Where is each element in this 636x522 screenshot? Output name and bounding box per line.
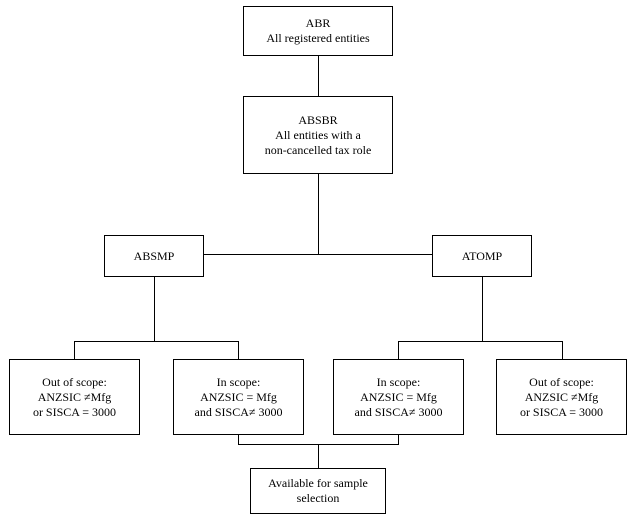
node-atomp-in-scope-line-3: and SISCA≠ 3000 — [354, 404, 443, 419]
node-absmp-out-of-scope[interactable]: Out of scope: ANZSIC ≠Mfg or SISCA = 300… — [9, 359, 140, 435]
node-absmp-in-scope-line-3: and SISCA≠ 3000 — [194, 404, 283, 419]
edge-atomp-to-out-of-scope — [562, 341, 563, 359]
node-abr[interactable]: ABR All registered entities — [243, 6, 393, 56]
node-abr-line-2: All registered entities — [266, 31, 370, 45]
node-absmp-out-of-scope-line-2: ANZSIC ≠Mfg — [37, 389, 112, 404]
edge-absmp-split-bus — [74, 341, 239, 342]
node-atomp-out-of-scope-line-1: Out of scope: — [529, 374, 594, 389]
node-atomp-out-of-scope-line-2: ANZSIC ≠Mfg — [524, 389, 599, 404]
node-absbr[interactable]: ABSBR All entities with a non-cancelled … — [243, 96, 393, 174]
edge-abr-to-absbr — [318, 56, 319, 96]
node-absbr-line-2: All entities with a — [275, 127, 361, 142]
edge-absmp-drop — [154, 277, 155, 341]
edge-absmp-in-scope-drop — [238, 435, 239, 445]
node-available-line-2: selection — [296, 491, 340, 505]
node-absbr-line-1: ABSBR — [298, 112, 338, 127]
node-absbr-line-3: non-cancelled tax role — [264, 142, 372, 157]
node-absmp-out-of-scope-line-3: or SISCA = 3000 — [32, 404, 117, 419]
node-atomp-out-of-scope[interactable]: Out of scope: ANZSIC ≠Mfg or SISCA = 300… — [496, 359, 627, 435]
node-available-line-1: Available for sample — [268, 476, 368, 490]
edge-atomp-drop — [482, 277, 483, 341]
node-absmp-label: ABSMP — [133, 248, 175, 263]
node-atomp-in-scope[interactable]: In scope: ANZSIC = Mfg and SISCA≠ 3000 — [333, 359, 464, 435]
edge-atomp-split-bus — [398, 341, 563, 342]
edge-atomp-to-in-scope — [398, 341, 399, 359]
node-atomp-out-of-scope-line-3: or SISCA = 3000 — [519, 404, 604, 419]
node-absmp-out-of-scope-line-1: Out of scope: — [42, 374, 107, 389]
edge-absmp-atomp-bus — [204, 254, 432, 255]
edge-atomp-in-scope-drop — [398, 435, 399, 445]
node-absmp-in-scope[interactable]: In scope: ANZSIC = Mfg and SISCA≠ 3000 — [173, 359, 304, 435]
edge-absmp-to-in-scope — [238, 341, 239, 359]
edge-absbr-drop — [318, 174, 319, 254]
edge-merge-to-available — [318, 444, 319, 468]
node-absmp-in-scope-line-2: ANZSIC = Mfg — [200, 389, 277, 404]
node-absmp[interactable]: ABSMP — [104, 235, 204, 277]
node-atomp-label: ATOMP — [461, 248, 503, 263]
edge-absmp-to-out-of-scope — [74, 341, 75, 359]
node-atomp[interactable]: ATOMP — [432, 235, 532, 277]
node-atomp-in-scope-line-1: In scope: — [376, 374, 421, 389]
node-absmp-in-scope-line-1: In scope: — [216, 374, 261, 389]
node-available-for-sample-selection[interactable]: Available for sample selection — [250, 468, 386, 514]
node-atomp-in-scope-line-2: ANZSIC = Mfg — [360, 389, 437, 404]
node-abr-line-1: ABR — [305, 16, 331, 30]
